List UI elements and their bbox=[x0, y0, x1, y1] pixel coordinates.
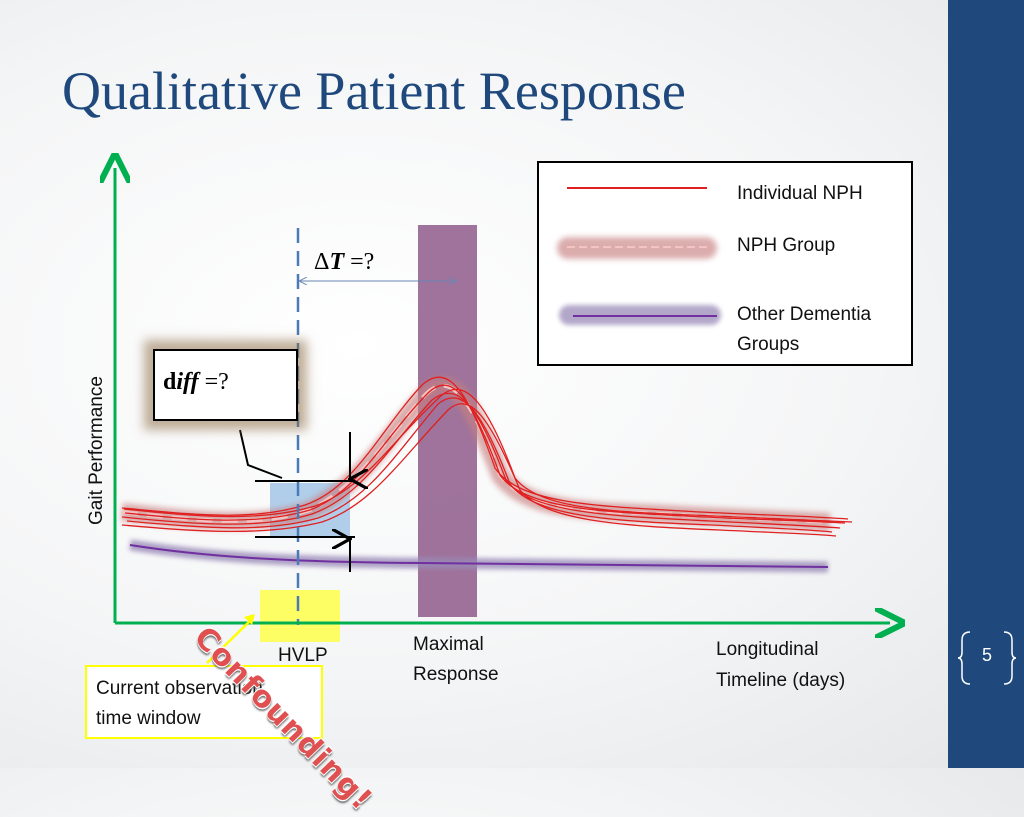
other-dementia-curve bbox=[129, 544, 829, 568]
diff-callout-pointer bbox=[239, 429, 283, 479]
maximal-response-label-line1: Maximal bbox=[413, 634, 484, 655]
x-axis-label-line1: Longitudinal bbox=[716, 639, 819, 660]
page-number: 5 bbox=[981, 645, 992, 665]
legend-group-glow bbox=[557, 237, 717, 259]
individual-nph-curves bbox=[121, 376, 853, 537]
observation-pointer-head bbox=[244, 614, 255, 625]
legend-individual-label: Individual NPH bbox=[737, 183, 863, 204]
observation-pointer bbox=[206, 617, 254, 664]
diff-box: diff =? bbox=[153, 349, 298, 421]
y-axis-label: Gait Performance bbox=[86, 376, 107, 525]
legend: Individual NPH NPH Group Other Dementia … bbox=[537, 161, 913, 366]
observation-window-highlight bbox=[260, 590, 340, 642]
observation-label-line2: time window bbox=[96, 708, 201, 729]
page-number-brackets bbox=[958, 631, 1016, 685]
delta-t-label: ΔT =? bbox=[314, 249, 375, 275]
maximal-response-label-line2: Response bbox=[413, 664, 499, 685]
diagram-canvas bbox=[0, 0, 948, 664]
hvlp-label: HVLP bbox=[278, 645, 328, 666]
slide-title: Qualitative Patient Response bbox=[62, 61, 686, 121]
diff-label: diff =? bbox=[163, 369, 229, 395]
legend-other-label-line1: Other Dementia bbox=[737, 304, 872, 325]
legend-other-label-line2: Groups bbox=[737, 334, 800, 355]
legend-swatches bbox=[557, 187, 721, 325]
observation-label-line1: Current observation bbox=[96, 678, 263, 699]
observation-window-box: Current observation time window bbox=[85, 665, 323, 739]
legend-group-label: NPH Group bbox=[737, 235, 836, 256]
x-axis-label-line2: Timeline (days) bbox=[716, 670, 846, 691]
